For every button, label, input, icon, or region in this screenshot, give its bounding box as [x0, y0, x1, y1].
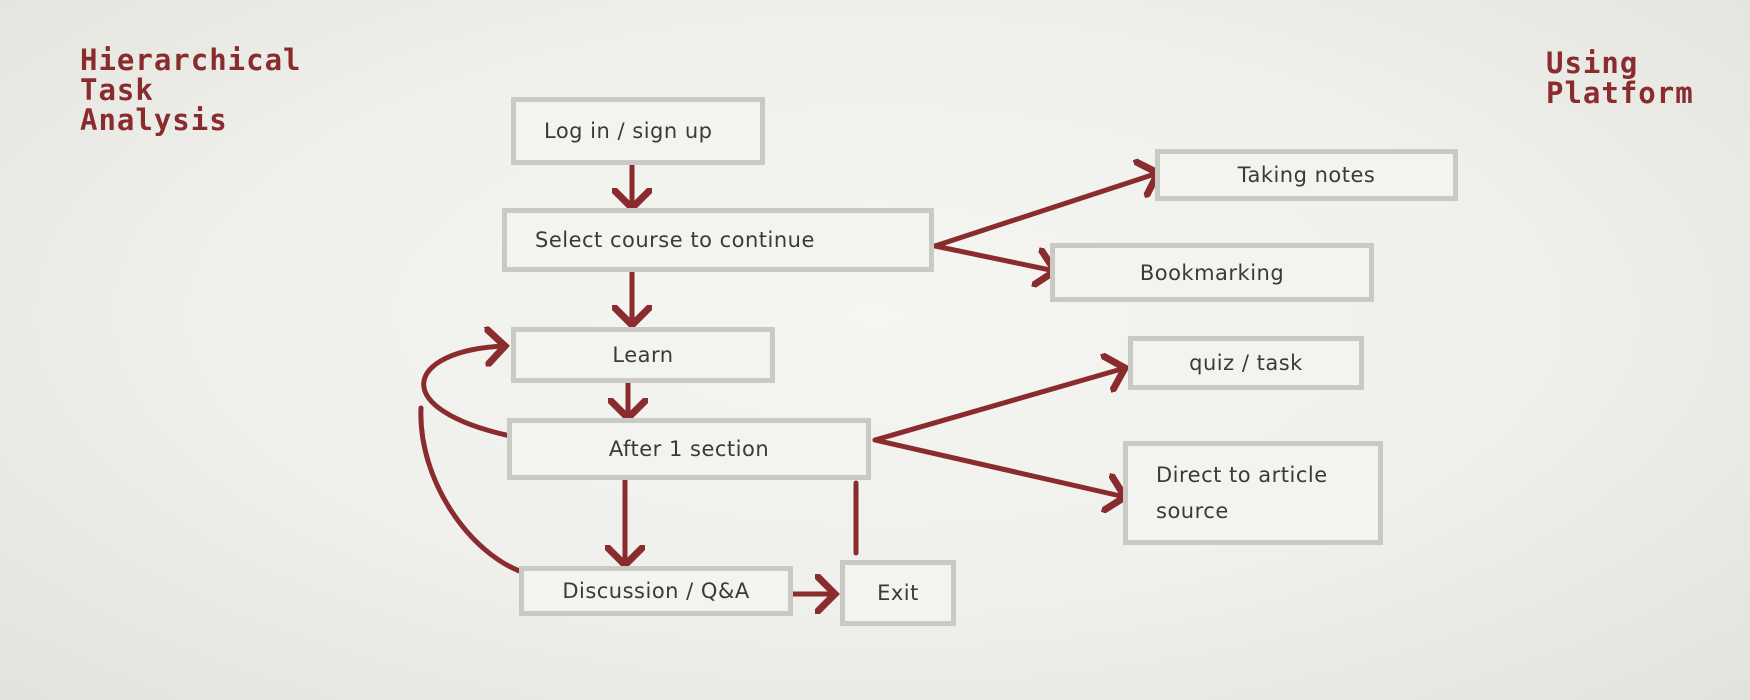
node-label: Taking notes [1237, 163, 1376, 187]
title-line: Hierarchical [80, 43, 302, 77]
node-label-line: Direct to article [1156, 463, 1328, 487]
node-label: Select course to continue [535, 228, 815, 252]
node-label: After 1 section [608, 437, 770, 461]
subtitle-line: Using [1546, 46, 1639, 80]
node-label: Learn [612, 343, 674, 367]
diagram-subtitle: Using Platform [1546, 48, 1694, 108]
subtitle-line: Platform [1546, 76, 1694, 110]
loop-discussion-to-learn [418, 405, 528, 576]
title-line: Task [80, 73, 154, 107]
node-label: Exit [877, 581, 919, 605]
arrow-select-to-notes [932, 173, 1158, 249]
node-direct-article: Direct to article source [1123, 441, 1383, 545]
loop-after-to-learn [421, 346, 518, 440]
node-taking-notes: Taking notes [1155, 149, 1458, 201]
arrow-after-to-quiz [872, 368, 1125, 443]
diagram-title: Hierarchical Task Analysis [80, 45, 302, 135]
node-label: Discussion / Q&A [562, 579, 750, 603]
node-learn: Learn [511, 327, 775, 383]
node-discussion: Discussion / Q&A [519, 566, 793, 616]
node-select-course: Select course to continue [502, 208, 934, 272]
node-label: quiz / task [1189, 351, 1303, 375]
node-bookmarking: Bookmarking [1050, 243, 1374, 302]
node-label: Bookmarking [1139, 260, 1285, 285]
title-line: Analysis [80, 103, 228, 137]
node-after-section: After 1 section [507, 418, 871, 480]
node-login: Log in / sign up [511, 97, 765, 165]
node-label: Log in / sign up [544, 119, 713, 143]
arrow-select-to-bookmarking [932, 243, 1055, 271]
node-quiz-task: quiz / task [1128, 336, 1364, 390]
arrow-after-to-article [872, 437, 1125, 497]
node-label-line: source [1156, 499, 1229, 523]
node-exit: Exit [840, 560, 956, 626]
